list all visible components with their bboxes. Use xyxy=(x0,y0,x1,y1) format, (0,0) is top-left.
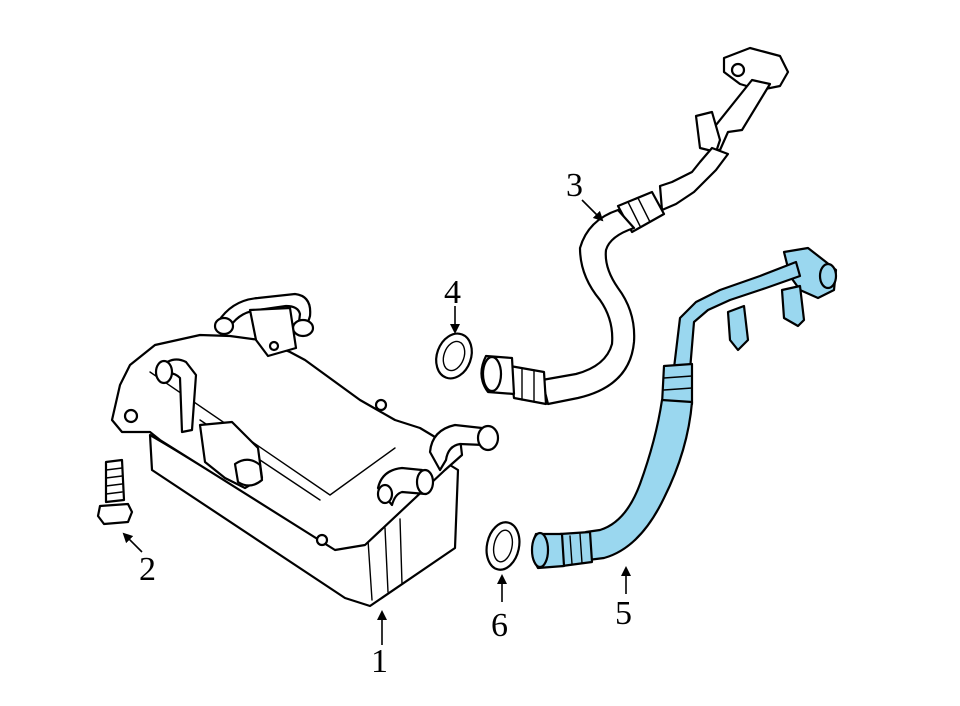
callout-5: 5 xyxy=(615,566,632,632)
bolt-part-2 xyxy=(96,458,134,526)
oil-cooler-part-1 xyxy=(110,292,500,608)
callout-6: 6 xyxy=(491,574,508,644)
callout-4-label: 4 xyxy=(444,274,461,311)
o-ring-part-4 xyxy=(435,332,473,380)
pipe-part-3 xyxy=(480,46,790,406)
callout-2-label: 2 xyxy=(139,551,156,588)
callout-2: 2 xyxy=(122,532,156,588)
callout-5-label: 5 xyxy=(615,595,632,632)
pipe-part-5-highlighted xyxy=(530,246,838,570)
callout-6-label: 6 xyxy=(491,607,508,644)
callout-1: 1 xyxy=(371,610,388,680)
o-ring-part-6 xyxy=(485,521,521,571)
callout-3: 3 xyxy=(566,167,604,222)
callout-1-label: 1 xyxy=(371,643,388,680)
callout-4: 4 xyxy=(444,274,461,334)
callout-3-label: 3 xyxy=(566,167,583,204)
